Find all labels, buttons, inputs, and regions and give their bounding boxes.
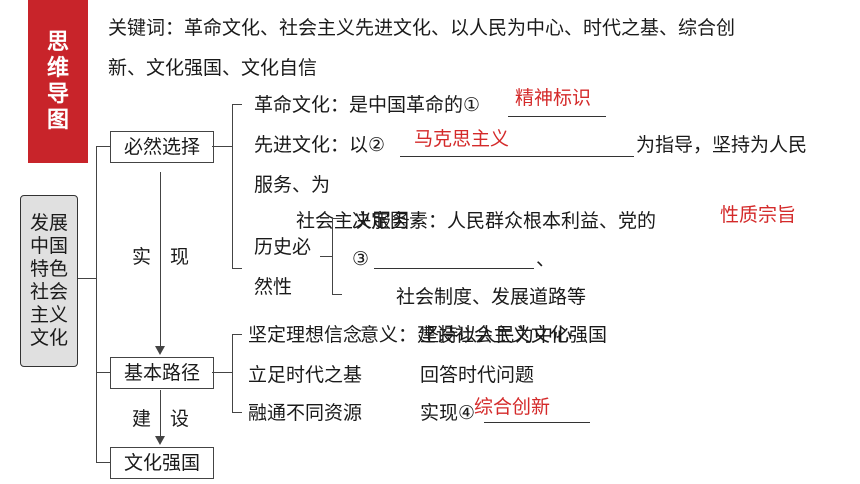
left-spine bbox=[96, 146, 97, 462]
blank-3-tail: 、 bbox=[536, 248, 556, 270]
era-foundation: 立足时代之基 bbox=[248, 364, 363, 386]
advanced-culture-cont: 为指导，坚持为人民 bbox=[636, 134, 808, 156]
connector bbox=[320, 256, 332, 257]
blank-3 bbox=[374, 268, 534, 269]
bracket bbox=[232, 334, 233, 412]
connector bbox=[232, 104, 242, 105]
connector bbox=[232, 334, 242, 335]
tag-char: 图 bbox=[46, 107, 69, 133]
bracket bbox=[332, 218, 333, 294]
node-cultural-power: 文化强国 bbox=[110, 447, 214, 479]
answer-3: 性质宗旨 bbox=[720, 204, 797, 226]
connector bbox=[232, 268, 242, 269]
connector bbox=[332, 218, 342, 219]
tag-char: 导 bbox=[46, 81, 69, 107]
firm-ideals: 坚定理想信念 bbox=[248, 324, 363, 346]
arrow-head bbox=[155, 346, 165, 355]
node-necessary-choice: 必然选择 bbox=[110, 131, 214, 163]
integrate-resources: 融通不同资源 bbox=[248, 402, 363, 424]
blank-4 bbox=[484, 422, 590, 423]
connector bbox=[96, 146, 110, 147]
topic-box: 发展 中国 特色 社会 主义 文化 bbox=[20, 195, 78, 367]
node-basic-path: 基本路径 bbox=[110, 357, 214, 389]
answer-4: 综合创新 bbox=[474, 396, 551, 418]
connector bbox=[232, 412, 242, 413]
socialism-serve: 社会主义服务 bbox=[296, 210, 411, 232]
decisive-factor: 决定因素：人民群众根本利益、党的 bbox=[352, 210, 657, 232]
people-centered: 坚持以人民为中心 bbox=[420, 324, 573, 346]
blank-1 bbox=[508, 116, 606, 117]
advanced-culture: 先进文化：以② bbox=[254, 134, 386, 156]
bracket bbox=[232, 104, 233, 268]
answer-era: 回答时代问题 bbox=[420, 364, 535, 386]
answer-2: 马克思主义 bbox=[414, 128, 510, 150]
advanced-culture-cont: 服务、为 bbox=[254, 174, 331, 196]
arrow-line bbox=[160, 390, 161, 438]
answer-1: 精神标识 bbox=[515, 87, 592, 109]
blank-3-label: ③ bbox=[352, 248, 370, 270]
keywords-line-1: 关键词：革命文化、社会主义先进文化、以人民为中心、时代之基、综合创 bbox=[108, 17, 736, 39]
revolutionary-culture: 革命文化：是中国革命的① bbox=[254, 94, 481, 116]
blank-2 bbox=[400, 156, 634, 157]
historical-inevitability: 然性 bbox=[254, 276, 293, 298]
connector bbox=[96, 462, 110, 463]
connector bbox=[212, 372, 232, 373]
connector bbox=[78, 278, 96, 279]
historical-inevitability: 历史必 bbox=[254, 236, 312, 258]
social-system: 社会制度、发展道路等 bbox=[396, 286, 587, 308]
arrow-head bbox=[155, 436, 165, 445]
connector bbox=[212, 146, 232, 147]
connector bbox=[332, 294, 342, 295]
significance: 意义：建设社会主义文化强国 bbox=[360, 324, 608, 346]
realize-label: 实现④ bbox=[420, 402, 476, 424]
tag-char: 维 bbox=[46, 55, 69, 81]
keywords-line-2: 新、文化强国、文化自信 bbox=[108, 57, 318, 79]
label-realize: 实 现 bbox=[132, 246, 190, 268]
tag-char: 思 bbox=[46, 29, 69, 55]
arrow-line bbox=[160, 172, 161, 350]
label-build: 建 设 bbox=[132, 408, 190, 430]
mind-map-tag: 思 维 导 图 bbox=[28, 0, 88, 163]
connector bbox=[96, 372, 110, 373]
